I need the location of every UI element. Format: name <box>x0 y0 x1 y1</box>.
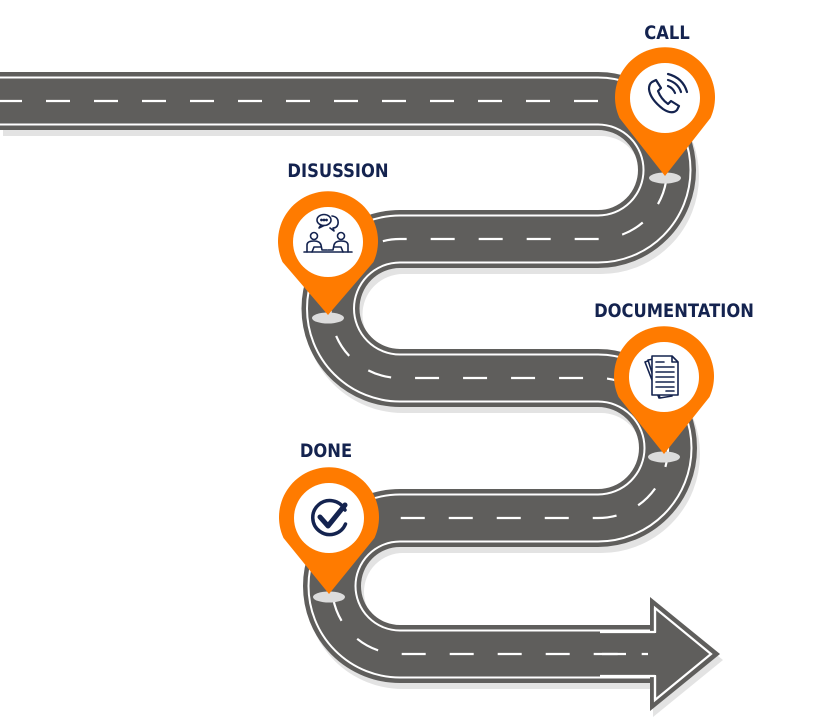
pin-ground-marker <box>312 312 344 324</box>
phone-icon <box>647 72 689 114</box>
arrow-right-icon <box>600 597 720 711</box>
pin-ground-marker <box>313 591 345 603</box>
step-pin-discussion <box>278 191 378 324</box>
step-pin-call <box>615 47 715 184</box>
check-circle-icon <box>311 498 348 537</box>
step-label-done: DONE <box>299 440 353 462</box>
step-pin-documentation <box>614 326 715 463</box>
step-label-discussion: DISUSSION <box>287 160 389 182</box>
step-label-call: CALL <box>644 22 690 44</box>
pin-ground-marker <box>648 451 680 463</box>
pin-ground-marker <box>649 172 681 184</box>
discussion-icon <box>303 213 353 253</box>
step-label-documentation: DOCUMENTATION <box>594 300 754 322</box>
step-pin-done <box>278 467 379 603</box>
documents-icon <box>644 355 679 399</box>
